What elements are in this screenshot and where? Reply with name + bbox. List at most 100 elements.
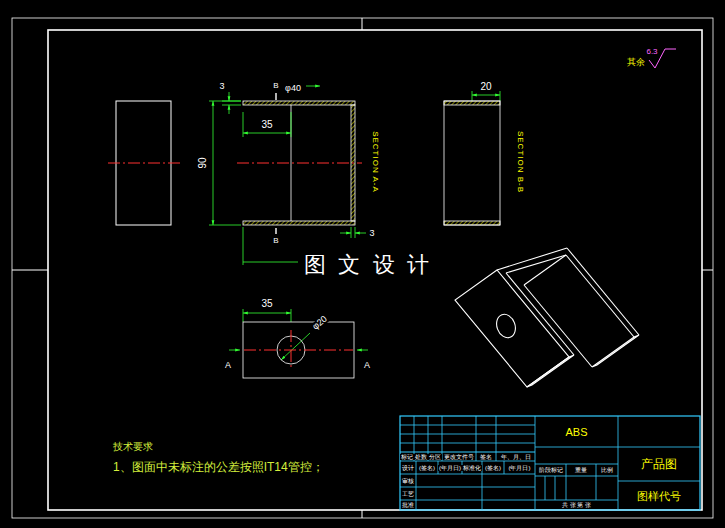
table-cell: 重量 [574,467,588,473]
section-a-a-view-part [243,101,355,105]
isometric-bracket-part [524,285,592,367]
dimension-lines-part [229,350,240,351]
dimension-lines [209,86,500,360]
notes-heading: 技术要求 [112,442,154,452]
top-view [243,322,354,378]
dimension-lines-part [229,92,230,101]
title-block-part [400,443,535,444]
isometric-bracket-part [567,248,639,335]
dimension-lines-part [340,233,351,234]
isometric-bracket-part [506,273,574,355]
dimension-lines-part [306,86,320,87]
isometric-bracket-part [566,255,634,337]
table-cell: 签名 [479,454,493,460]
dimension-lines-part [243,309,244,322]
section-b-b-view-part [444,101,500,105]
dimension-text: φ40 [284,84,302,93]
sheet-frame-part [702,270,713,271]
dimension-lines-part [209,225,241,226]
isometric-bracket [455,248,639,387]
dimension-lines-part [291,309,292,322]
roughness-value: 6.3 [645,48,658,56]
title-block-part [476,416,477,461]
isometric-bracket-part [497,248,567,270]
title-block-part [555,476,556,500]
table-cell: (年月日) [438,465,462,471]
dimension-text: 20 [479,82,492,92]
sheet-frame-part [362,18,363,30]
title-block-part [504,461,505,474]
dimension-text: 3 [218,82,225,91]
dimension-text: 35 [260,299,273,309]
table-cell: (年月日) [508,465,532,471]
dimension-lines-part [213,101,214,225]
title-block-part [535,476,618,477]
dimension-lines-part [500,91,501,101]
section-title: SECTION B-B [516,130,524,194]
material-cell: ABS [564,426,588,437]
title-block-part [535,464,618,465]
dimension-lines-part [351,227,352,238]
title-block-part [400,461,535,462]
dimension-lines-part [355,227,356,238]
section-b-b-view [444,101,500,225]
table-cell: 设计 [401,465,415,471]
table-cell: (签名) [418,465,436,471]
dimension-lines-part [222,105,241,106]
title-block-part [618,481,700,482]
dimension-lines-part [209,101,241,102]
dimension-lines-part [243,313,291,314]
table-cell: 标准化 [462,465,482,471]
section-mark: A [224,361,232,370]
title-block [400,416,700,510]
section-mark: B [272,82,279,90]
table-cell: 年、月、日 [500,454,532,460]
dimension-lines-part [357,350,368,351]
table-cell: 标记 [400,454,414,460]
dimension-lines-part [275,228,276,234]
isometric-bracket-part [527,355,574,387]
top-view-part [291,330,292,370]
dimension-lines-part [229,105,230,114]
sheet-frame [12,18,713,518]
roughness-note: 其余 [626,58,646,67]
title-block-part [535,500,618,501]
section-a-a-view-part [237,163,362,164]
title-block-part [416,461,417,510]
title-block-part [400,434,535,435]
isometric-bracket-part [506,255,566,273]
table-cell: 处数 [414,454,428,460]
table-cell: 更改文件号 [443,454,475,460]
section-mark: B [272,237,279,245]
table-cell: 批准 [401,502,415,508]
title-block-part [535,416,536,510]
sheet-frame-part [362,510,363,518]
dimension-lines-part [472,91,473,101]
dimension-lines-part [243,133,291,134]
title-cell: 产品图 [640,458,678,470]
table-cell: (签名) [484,465,502,471]
section-a-a-view-part [291,105,292,221]
title-block-part [618,416,619,510]
table-cell: 工艺 [401,491,415,497]
dimension-lines-part [275,93,276,100]
dimension-lines-part [243,227,244,265]
sheet-frame-part [48,30,702,510]
top-view-part [243,322,354,378]
sheet-frame-part [12,270,48,271]
dimension-lines-part [472,95,500,96]
title-block-part [496,416,497,461]
title-block-part [400,500,535,501]
title-cell: 图样代号 [636,490,682,501]
dimension-text: 35 [260,120,273,130]
side-view-part [108,163,180,164]
section-b-b-view-part [444,221,500,225]
dimension-lines-part [355,233,366,234]
title-block-part [535,447,618,448]
dimension-text: 90 [198,156,208,169]
title-block-part [400,416,700,510]
sheet-frame-part [12,18,713,518]
